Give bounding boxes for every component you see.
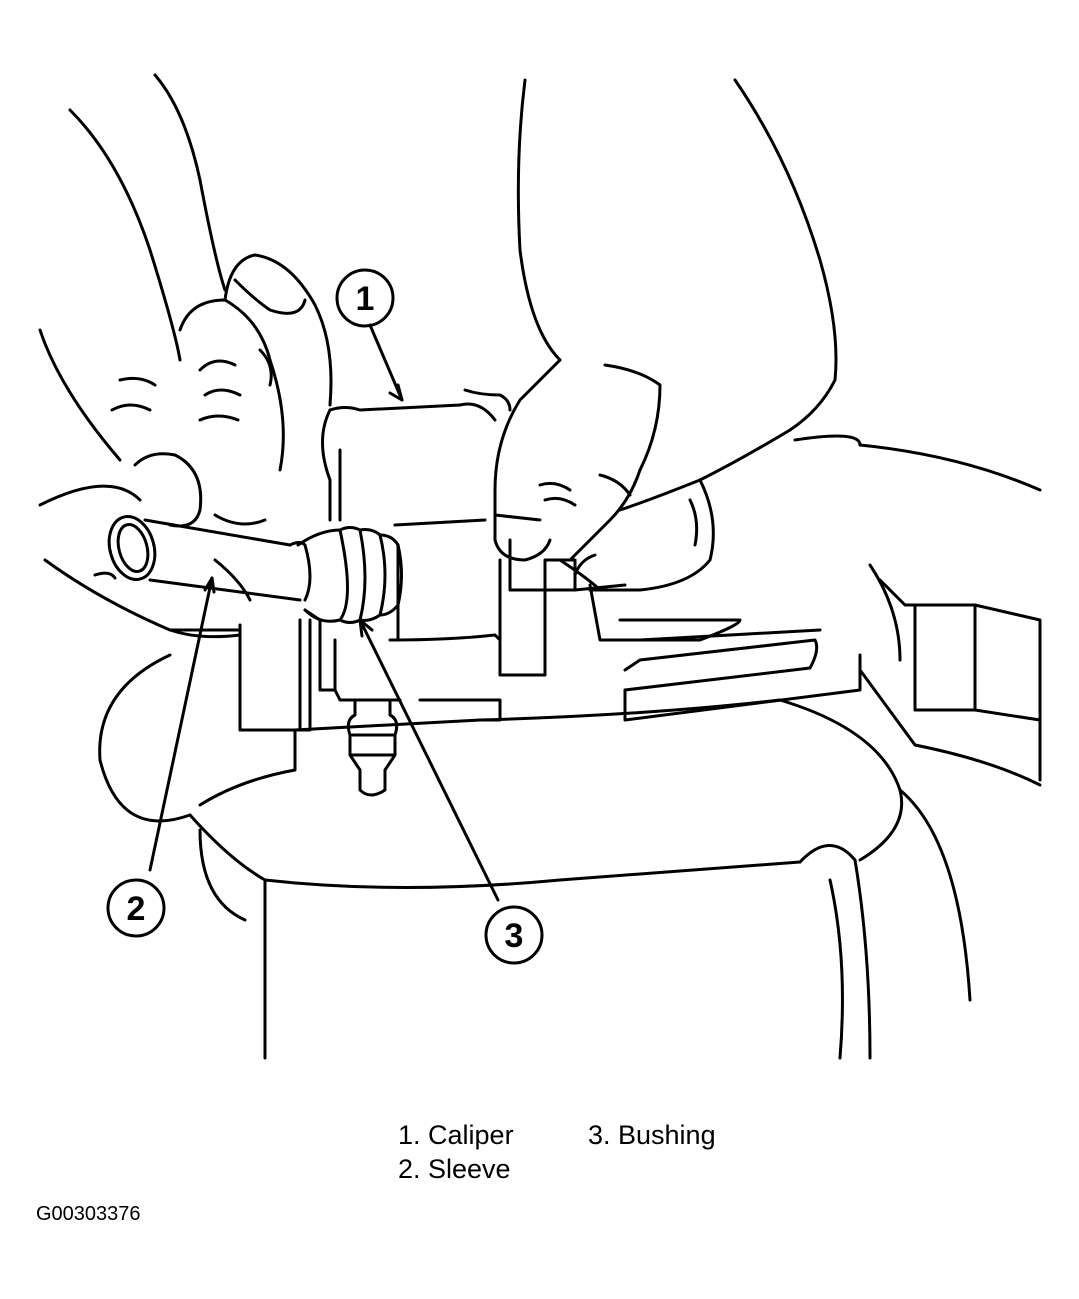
callout-1-number: 1 <box>356 280 375 318</box>
caliper-body <box>321 388 577 722</box>
leader-lines <box>148 323 500 902</box>
callout-2-circle <box>106 878 166 938</box>
legend-item-caliper: 1. Caliper <box>398 1120 514 1150</box>
left-hand <box>38 73 333 639</box>
right-hand <box>493 78 838 592</box>
callout-2-number: 2 <box>127 890 146 928</box>
bushing <box>296 526 403 642</box>
legend-item-bushing: 3. Bushing <box>588 1120 716 1150</box>
bolt <box>346 698 399 797</box>
figure-id: G00303376 <box>36 1203 141 1225</box>
caliper-bracket <box>98 434 1042 1060</box>
callout-3-number: 3 <box>505 917 524 955</box>
legend-item-sleeve: 2. Sleeve <box>398 1154 511 1184</box>
bracket-foot <box>238 618 402 732</box>
callout-3-circle <box>484 905 544 965</box>
sleeve <box>93 515 312 602</box>
callout-1-circle <box>335 268 395 328</box>
